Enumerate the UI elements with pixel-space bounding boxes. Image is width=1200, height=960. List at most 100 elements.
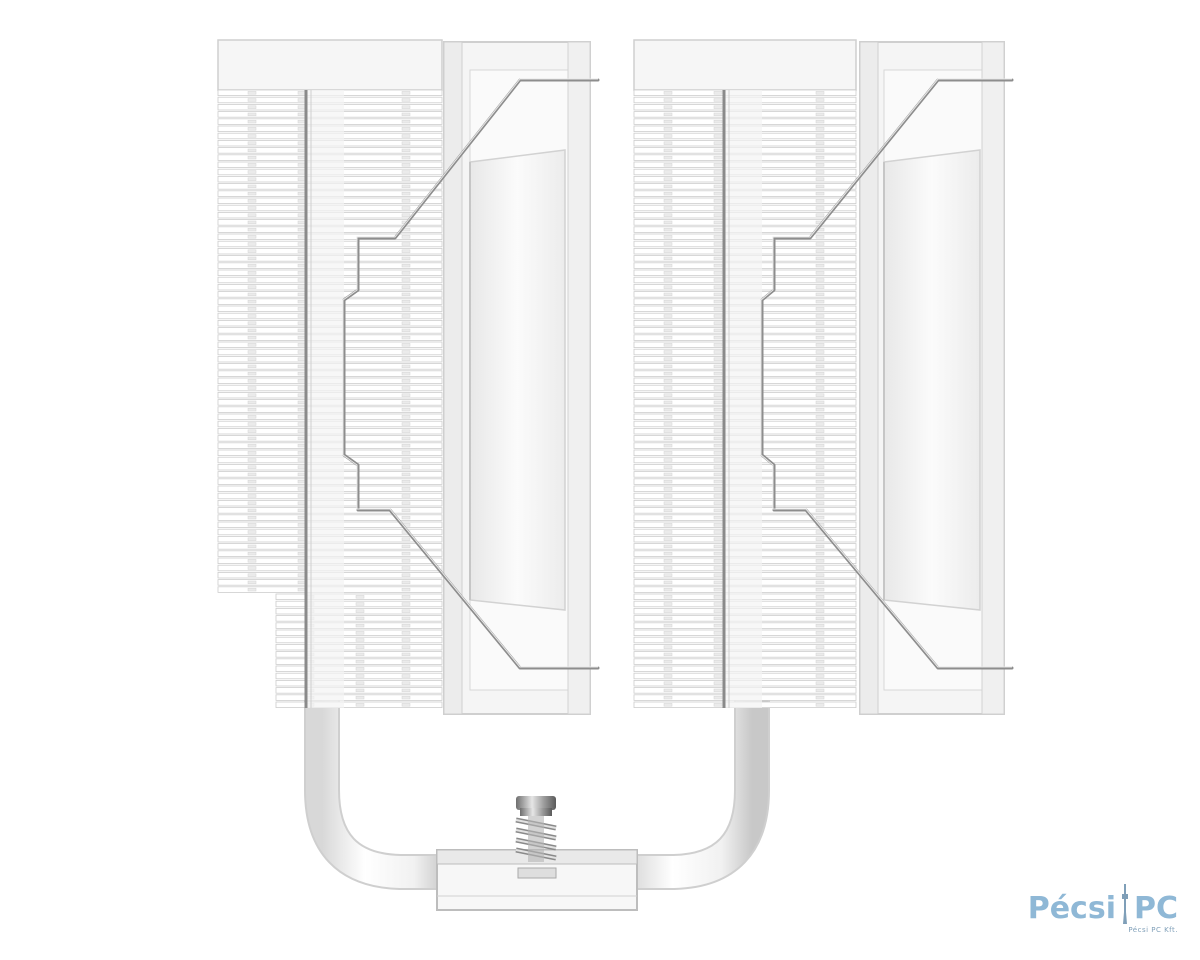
fin-notch (713, 206, 723, 210)
fin-notch (663, 494, 673, 498)
fin-notch (663, 407, 673, 412)
fin-notch (713, 659, 723, 664)
fin-notch (663, 213, 673, 217)
fin-notch (247, 537, 257, 541)
fin-notch (713, 451, 723, 455)
fin-notch (713, 105, 723, 109)
fin-notch (815, 674, 825, 678)
fin-notch (401, 479, 411, 484)
fin-notch (663, 451, 673, 455)
fin-notch (663, 573, 673, 577)
fin-notch (713, 343, 723, 347)
fin-notch (663, 681, 673, 685)
fin-notch (247, 292, 257, 297)
fin-notch (401, 631, 411, 635)
fin-notch (713, 177, 723, 181)
fin-notch (815, 386, 825, 390)
fin-notch (355, 609, 365, 613)
watermark: Pécsi PC Pécsi PC Kft. (1028, 884, 1178, 934)
fin-notch (663, 328, 673, 333)
fin-notch (713, 163, 723, 167)
fin-notch (815, 393, 825, 397)
fin-notch (247, 379, 257, 383)
fin-notch (663, 242, 673, 246)
fin-notch (815, 357, 825, 361)
fin-notch (247, 163, 257, 167)
fin-notch (815, 602, 825, 606)
fin-notch (663, 155, 673, 160)
fin-notch (815, 256, 825, 261)
fin-notch (713, 220, 723, 225)
fin-notch (663, 263, 673, 268)
fin-notch (815, 559, 825, 563)
fin-notch (401, 321, 411, 325)
fin-notch (713, 415, 723, 419)
fin-notch (663, 177, 673, 181)
heatpipes (304, 700, 770, 890)
fin-notch (713, 595, 723, 599)
fin-notch (815, 177, 825, 181)
fin-notch (355, 638, 365, 642)
fin-notch (401, 235, 411, 239)
fin-notch (355, 645, 365, 649)
fin-notch (663, 357, 673, 361)
fin-notch (713, 422, 723, 426)
fin-notch (401, 249, 411, 253)
fin-notch (663, 134, 673, 138)
fin-notch (401, 645, 411, 649)
fin-notch (663, 105, 673, 109)
fin-notch (401, 487, 411, 491)
fin-notch (663, 227, 673, 232)
fin-notch (401, 573, 411, 577)
fin-notch (815, 487, 825, 491)
fin-notch (713, 501, 723, 505)
fin-notch (247, 170, 257, 174)
fin-notch (713, 638, 723, 642)
fin-notch (247, 566, 257, 570)
fin-notch (401, 98, 411, 102)
fin-notch (815, 278, 825, 282)
fin-notch (815, 271, 825, 275)
fin-notch (247, 587, 257, 592)
fin-notch (815, 645, 825, 649)
fin-notch (713, 667, 723, 671)
fin-notch (663, 458, 673, 462)
fin-notch (401, 551, 411, 556)
fin-notch (247, 573, 257, 577)
fin-notch (663, 235, 673, 239)
fin-notch (401, 170, 411, 174)
fin-notch (401, 371, 411, 376)
heatpipe-column (724, 90, 762, 708)
fin-notch (713, 681, 723, 685)
fin-notch (713, 688, 723, 693)
fin-notch (815, 199, 825, 203)
fin-notch (713, 285, 723, 289)
fin-notch (663, 566, 673, 570)
fin-notch (713, 429, 723, 433)
fin-notch (663, 695, 673, 700)
fin-notch (663, 371, 673, 376)
fin-notch (815, 407, 825, 412)
fin-notch (815, 307, 825, 311)
fin-notch (815, 379, 825, 383)
fin-notch (247, 386, 257, 390)
fin-notch (663, 127, 673, 131)
fin-notch (663, 515, 673, 520)
fin-notch (247, 155, 257, 160)
fin-notch (663, 645, 673, 649)
fin-notch (713, 386, 723, 390)
fin-notch (247, 299, 257, 304)
fin-notch (713, 652, 723, 657)
fin-notch (401, 609, 411, 613)
fin-notch (401, 616, 411, 621)
tv-tower-icon (1119, 884, 1131, 924)
fin-notch (247, 242, 257, 246)
fin-notch (401, 537, 411, 541)
fin-notch (713, 134, 723, 138)
fin-notch (663, 163, 673, 167)
fin-notch (355, 652, 365, 657)
fin-notch (401, 335, 411, 340)
fin-notch (815, 292, 825, 297)
fin-notch (401, 429, 411, 433)
